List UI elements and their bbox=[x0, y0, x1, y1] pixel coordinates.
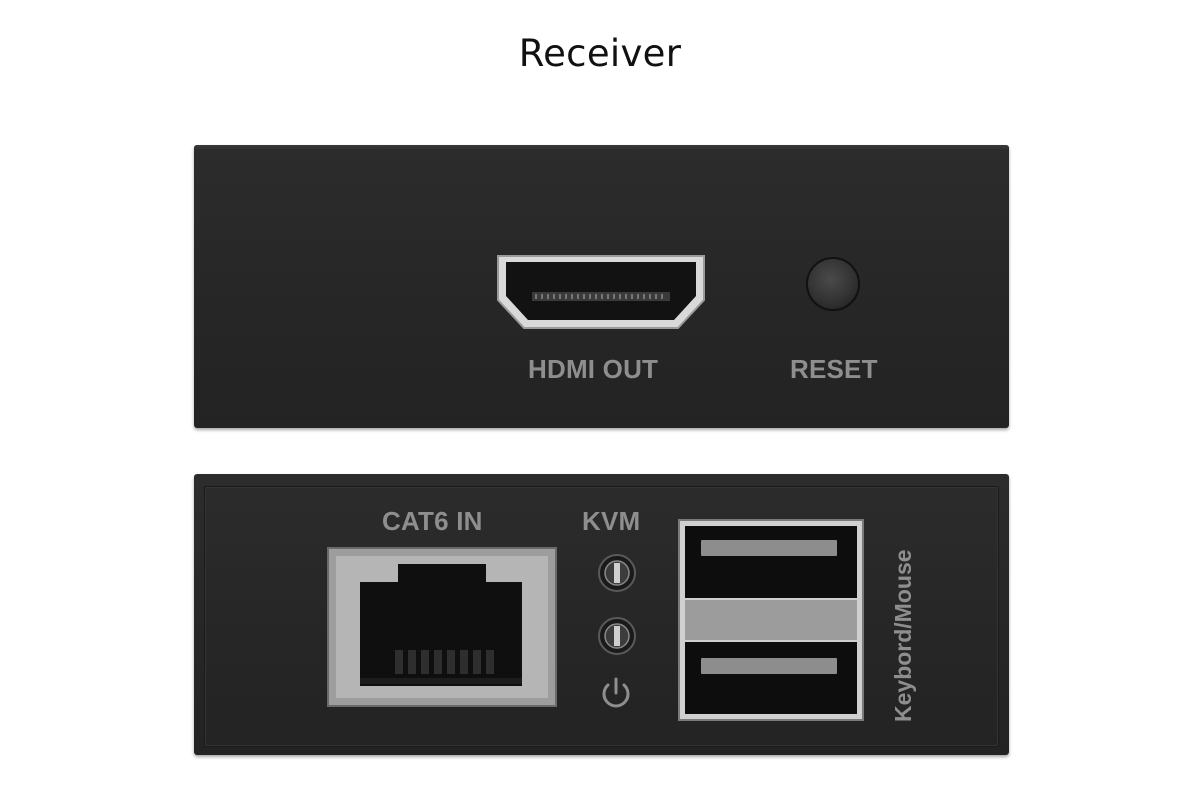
reset-button[interactable] bbox=[808, 259, 858, 309]
page-title: Receiver bbox=[518, 32, 682, 75]
led-indicator-icon bbox=[598, 554, 636, 592]
usb-port-icon bbox=[678, 519, 864, 721]
kvm-label: KVM bbox=[582, 506, 641, 536]
led-indicator-icon bbox=[598, 617, 636, 655]
reset-label: RESET bbox=[790, 354, 878, 384]
rj45-port-icon bbox=[327, 547, 557, 707]
cat6-in-label: CAT6 IN bbox=[382, 506, 483, 536]
keyboard-mouse-label: Keybord/Mouse bbox=[890, 549, 916, 722]
power-icon bbox=[602, 677, 630, 708]
hdmi-out-label: HDMI OUT bbox=[528, 354, 659, 384]
hdmi-port-icon bbox=[497, 255, 705, 329]
panel-bezel bbox=[204, 486, 999, 747]
